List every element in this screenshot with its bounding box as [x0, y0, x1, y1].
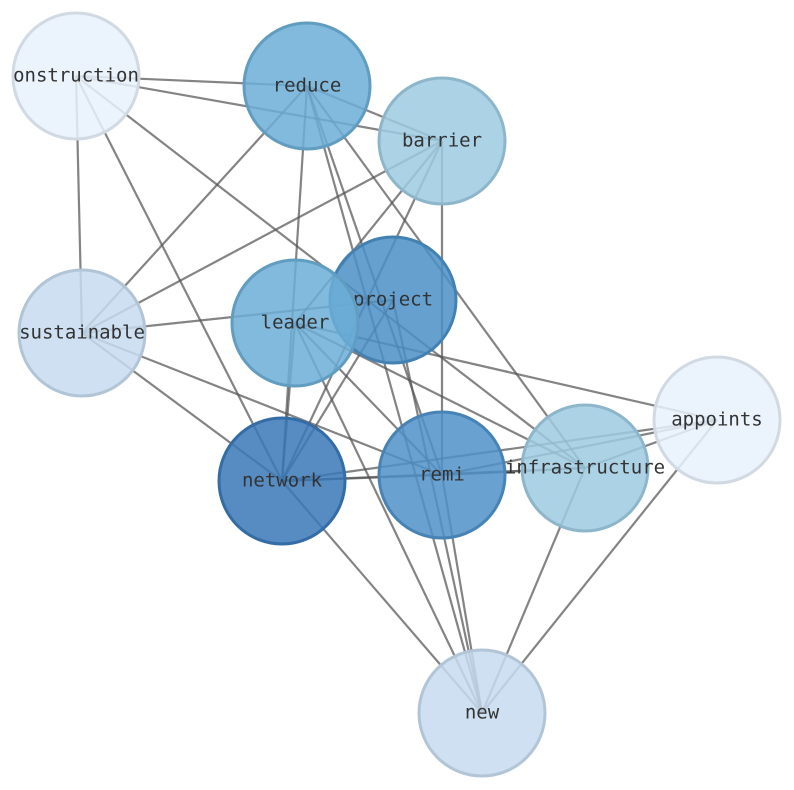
node-label: infrastructure: [505, 457, 665, 479]
node-label: onstruction: [13, 65, 139, 87]
node-remi[interactable]: remi: [377, 410, 507, 540]
node-network[interactable]: network: [217, 416, 347, 546]
node-label: network: [242, 470, 323, 492]
node-label: reduce: [273, 75, 342, 97]
node-circle[interactable]: [377, 76, 507, 206]
node-circle[interactable]: [230, 258, 360, 388]
node-circle[interactable]: [11, 11, 141, 141]
node-sustainable[interactable]: sustainable: [17, 268, 147, 398]
node-label: project: [353, 289, 433, 311]
nodes-layer: onstruction reduce barrier project leader sus…: [11, 11, 782, 778]
node-label: appoints: [671, 409, 763, 431]
node-reduce[interactable]: reduce: [242, 21, 372, 151]
node-circle[interactable]: [652, 355, 782, 485]
node-label: new: [465, 702, 500, 724]
node-infrastructure[interactable]: infrastructure: [505, 403, 665, 533]
node-label: sustainable: [19, 322, 145, 344]
node-new[interactable]: new: [417, 648, 547, 778]
node-label: remi: [419, 464, 465, 486]
edge-construction-network: [75, 75, 283, 482]
node-label: leader: [261, 312, 330, 334]
node-leader[interactable]: leader: [230, 258, 360, 388]
node-circle[interactable]: [520, 403, 650, 533]
node-circle[interactable]: [417, 648, 547, 778]
node-appoints[interactable]: appoints: [652, 355, 782, 485]
node-barrier[interactable]: barrier: [377, 76, 507, 206]
node-circle[interactable]: [217, 416, 347, 546]
node-circle[interactable]: [242, 21, 372, 151]
edge-barrier-sustainable: [81, 140, 443, 334]
node-label: barrier: [402, 130, 482, 152]
node-circle[interactable]: [17, 268, 147, 398]
edge-leader-new: [294, 322, 483, 714]
edge-reduce-new: [305, 85, 484, 714]
node-construction[interactable]: onstruction: [11, 11, 141, 141]
node-circle[interactable]: [377, 410, 507, 540]
